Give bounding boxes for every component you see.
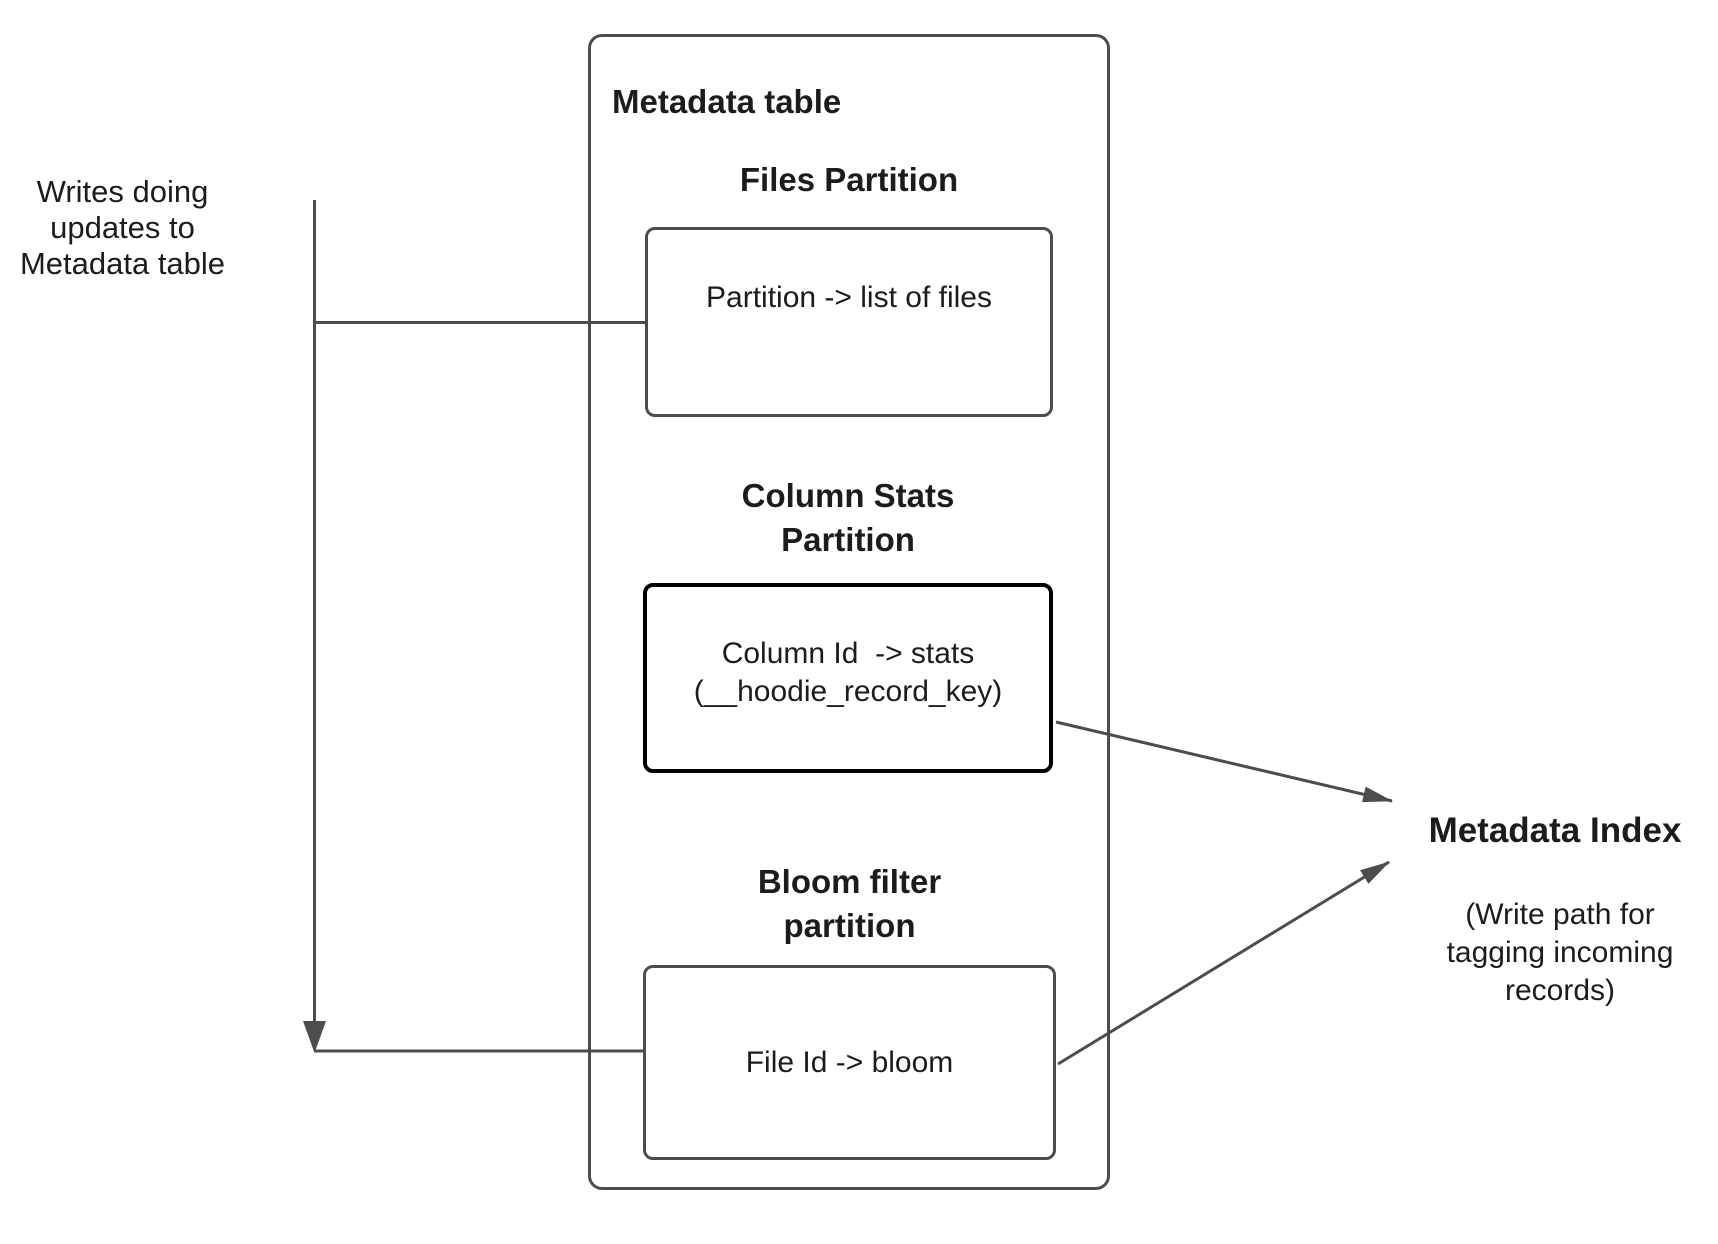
writes-updates-note: Writes doing updates to Metadata table [19,174,226,281]
column-stats-partition-value: Column Id -> stats (__hoodie_record_key) [693,637,1003,708]
files-partition-heading: Files Partition [739,161,959,198]
files-partition-value: Partition -> list of files [706,281,992,314]
metadata-table-container [588,34,1110,1190]
metadata-index-title: Metadata Index [1428,811,1682,850]
column-stats-partition-heading: Column Stats Partition [741,477,955,558]
bloom-filter-partition-value: File Id -> bloom [745,1045,954,1079]
metadata-table-title: Metadata table [612,83,842,120]
down-arrowhead-icon [303,1021,326,1053]
bloom-filter-partition-heading: Bloom filter partition [757,863,942,944]
column-stats-partition-box: Column Id -> stats (__hoodie_record_key) [643,583,1053,773]
bloom-filter-partition-box: File Id -> bloom [643,965,1056,1160]
metadata-index-note: (Write path for tagging incoming records… [1446,898,1674,1007]
files-partition-box: Partition -> list of files [645,227,1053,417]
